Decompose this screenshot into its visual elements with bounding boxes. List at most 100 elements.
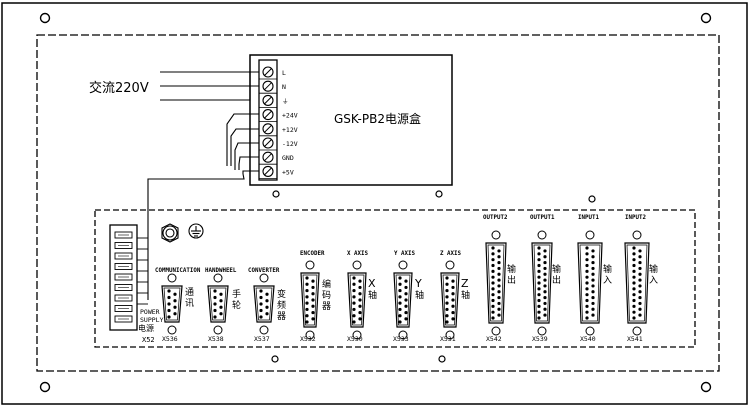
connector-pin	[358, 279, 362, 283]
connector-pin	[445, 295, 449, 299]
power-supply-connector: POWER SUPPLY 电源 X52	[109, 224, 164, 344]
connector-pin	[265, 299, 269, 303]
connector-pin	[352, 295, 356, 299]
connector-pin	[167, 308, 171, 313]
psu-terminal: GND	[259, 151, 294, 165]
connector-pin	[445, 276, 449, 280]
connector-pin	[585, 304, 589, 308]
connector-top-label: HANDWHEEL	[205, 268, 237, 274]
connector-pin	[585, 293, 589, 297]
connector-side-label: 入	[603, 275, 612, 286]
connector-id: X531	[440, 335, 456, 343]
connector-pin	[352, 301, 356, 305]
connector-pin	[497, 278, 501, 282]
connector-pin	[445, 307, 449, 312]
connector-pin	[632, 246, 636, 250]
connector-pin	[352, 307, 356, 312]
connector-top-label: X AXIS	[347, 251, 368, 257]
power-supply-pin	[114, 284, 133, 291]
connector-pin	[491, 275, 495, 279]
connector-screw	[537, 230, 547, 240]
connector-pin	[585, 246, 589, 250]
power-supply-pin	[114, 273, 133, 281]
power-input-label: 交流220V	[89, 80, 149, 96]
connectors: COMMUNICATION通讯X536HANDWHEEL手轮X538CONVER…	[155, 215, 658, 343]
connector-id: X540	[580, 335, 596, 343]
connector-pin	[358, 304, 362, 308]
connector-pin	[591, 249, 595, 253]
connector-pin	[219, 312, 223, 316]
power-supply-pin	[114, 231, 133, 239]
connector-pin	[632, 298, 636, 303]
screw	[588, 195, 596, 203]
connector-pin	[632, 310, 636, 314]
connector-pin	[451, 292, 455, 296]
screw	[271, 355, 279, 363]
connector-pin	[591, 307, 595, 311]
connector-pin	[537, 263, 541, 268]
dc-output-wires	[147, 113, 259, 300]
connector-pin	[638, 272, 642, 276]
connector-pin	[311, 304, 315, 308]
connector-pin	[352, 288, 356, 293]
psu-terminal-label: +12V	[282, 126, 298, 134]
connector-side-label: 输	[603, 263, 612, 275]
connector-pin	[259, 302, 263, 306]
connector-pin	[491, 310, 495, 314]
connector-pin	[585, 316, 589, 320]
connector-side-label: Z	[461, 277, 469, 290]
connector-pin	[358, 298, 362, 302]
connector-pin	[213, 289, 217, 293]
connector-pin	[585, 258, 589, 262]
ground-icon	[188, 223, 204, 239]
connector-screw	[585, 230, 595, 240]
connector-pin	[632, 287, 636, 291]
connector-screw	[491, 326, 501, 336]
connector-pin	[543, 249, 547, 253]
connector-pin	[404, 310, 408, 315]
connector-top-label: Y AXIS	[394, 251, 415, 257]
connector-pin	[638, 249, 642, 253]
connector-shell	[393, 272, 413, 328]
connector-side-label: 输	[507, 263, 516, 275]
connector-pin	[305, 314, 309, 318]
connector-pin	[543, 255, 547, 259]
connector-pin	[265, 305, 269, 309]
panel-screws	[271, 190, 596, 363]
connector-pin	[537, 304, 541, 308]
connector-pin	[543, 260, 547, 265]
connector-pin	[537, 269, 541, 273]
connector-pin	[167, 315, 171, 319]
screw	[438, 355, 446, 363]
connector-pin	[398, 307, 402, 312]
connector-pin	[585, 287, 589, 291]
connector-pin	[451, 279, 455, 283]
power-supply-wire-ties	[137, 237, 148, 305]
connector-screw	[537, 326, 547, 336]
connector-screw	[445, 260, 455, 270]
connector-side-label: 出	[507, 274, 516, 286]
connector-side-label: 轮	[232, 299, 241, 311]
power-supply-pin	[114, 315, 133, 323]
connector-pin	[497, 249, 501, 253]
connector-pin	[638, 313, 642, 317]
ac-input-wires	[160, 71, 259, 101]
connector-id: X537	[254, 335, 270, 343]
connector-pin	[173, 305, 177, 309]
connector-pin	[213, 295, 217, 300]
connector-pin	[491, 304, 495, 308]
connector-pin	[591, 260, 595, 265]
connector-pin	[585, 298, 589, 303]
power-supply-pin	[114, 294, 133, 302]
mounting-hole	[39, 12, 51, 24]
screw	[435, 190, 443, 198]
psu-terminal: L	[259, 66, 286, 80]
connector-pin	[404, 317, 408, 321]
connector-id: X530	[347, 335, 363, 343]
connector-pin	[638, 278, 642, 282]
connector-pin	[305, 320, 309, 324]
